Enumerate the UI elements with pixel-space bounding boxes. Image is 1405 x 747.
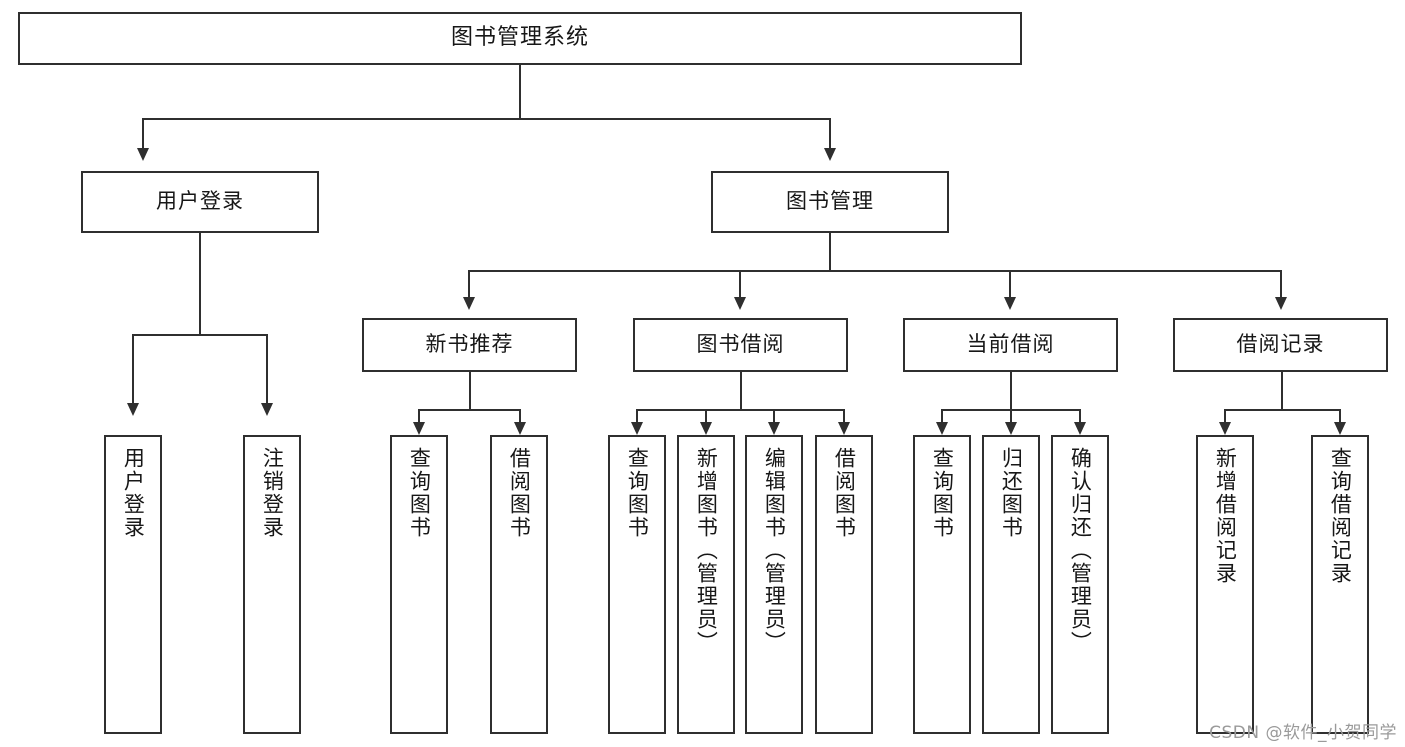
node-book-borrow[interactable]: 图书借阅 <box>633 318 848 372</box>
node-label: 归还图书 <box>999 447 1024 539</box>
node-label: 查询图书 <box>407 447 432 539</box>
connector-current-borrow-stem <box>1010 372 1012 410</box>
node-label: 用户登录 <box>121 447 146 539</box>
arrowhead-user-login <box>137 148 149 161</box>
connector-book-borrow-c1 <box>636 409 638 423</box>
arrowhead-current-borrow <box>1004 297 1016 310</box>
node-label: 新增借阅记录 <box>1213 447 1238 585</box>
node-label: 图书管理系统 <box>450 25 589 51</box>
node-leaf-user-login[interactable]: 用户登录 <box>104 435 162 734</box>
node-leaf-add-book-admin[interactable]: 新增图书（管理员） <box>677 435 735 734</box>
connector-new-book-c1 <box>418 409 420 423</box>
node-user-login[interactable]: 用户登录 <box>81 171 319 233</box>
arrowhead-leaf-query-book-3 <box>936 422 948 435</box>
node-label: 查询借阅记录 <box>1328 447 1353 585</box>
node-label: 借阅图书 <box>507 447 532 539</box>
arrowhead-leaf-query-book-1 <box>413 422 425 435</box>
node-label: 注销登录 <box>260 447 285 539</box>
connector-current-borrow-c2 <box>1010 409 1012 423</box>
connector-to-current-borrow <box>1009 270 1011 298</box>
connector-user-login-left <box>132 334 134 404</box>
node-label: 图书借阅 <box>696 332 785 357</box>
node-book-management[interactable]: 图书管理 <box>711 171 949 233</box>
node-label: 当前借阅 <box>966 332 1055 357</box>
connector-current-borrow-c1 <box>941 409 943 423</box>
connector-book-borrow-c4 <box>843 409 845 423</box>
node-label: 新增图书（管理员） <box>694 447 719 654</box>
node-label: 确认归还（管理员） <box>1068 447 1093 654</box>
node-current-borrow[interactable]: 当前借阅 <box>903 318 1118 372</box>
connector-new-book-bar <box>418 409 521 411</box>
arrowhead-leaf-edit-book-admin <box>768 422 780 435</box>
node-leaf-query-book-3[interactable]: 查询图书 <box>913 435 971 734</box>
node-label: 图书管理 <box>786 189 874 214</box>
node-leaf-return-book[interactable]: 归还图书 <box>982 435 1040 734</box>
connector-root-stem <box>519 65 521 119</box>
node-leaf-query-book-1[interactable]: 查询图书 <box>390 435 448 734</box>
connector-book-management-stem <box>829 233 831 271</box>
arrowhead-book-borrow <box>734 297 746 310</box>
node-borrow-record[interactable]: 借阅记录 <box>1173 318 1388 372</box>
node-label: 借阅记录 <box>1236 332 1325 357</box>
connector-current-borrow-c3 <box>1079 409 1081 423</box>
connector-level2-bar <box>142 118 831 120</box>
connector-borrow-record-bar <box>1224 409 1341 411</box>
node-leaf-query-book-2[interactable]: 查询图书 <box>608 435 666 734</box>
connector-borrow-record-c1 <box>1224 409 1226 423</box>
connector-to-new-book-recommend <box>468 270 470 298</box>
node-label: 编辑图书（管理员） <box>762 447 787 654</box>
connector-level3-bar <box>468 270 1282 272</box>
arrowhead-book-management <box>824 148 836 161</box>
node-leaf-confirm-return-admin[interactable]: 确认归还（管理员） <box>1051 435 1109 734</box>
arrowhead-leaf-query-borrow-record <box>1334 422 1346 435</box>
connector-user-login-bar <box>132 334 268 336</box>
node-leaf-borrow-book-2[interactable]: 借阅图书 <box>815 435 873 734</box>
connector-to-user-login <box>142 118 144 149</box>
arrowhead-leaf-user-login <box>127 403 139 416</box>
arrowhead-leaf-borrow-book-2 <box>838 422 850 435</box>
node-label: 借阅图书 <box>832 447 857 539</box>
arrowhead-leaf-query-book-2 <box>631 422 643 435</box>
connector-borrow-record-c2 <box>1339 409 1341 423</box>
connector-user-login-right <box>266 334 268 404</box>
arrowhead-leaf-add-borrow-record <box>1219 422 1231 435</box>
connector-borrow-record-stem <box>1281 372 1283 410</box>
node-leaf-edit-book-admin[interactable]: 编辑图书（管理员） <box>745 435 803 734</box>
connector-new-book-c2 <box>519 409 521 423</box>
arrowhead-leaf-confirm-return-admin <box>1074 422 1086 435</box>
arrowhead-leaf-return-book <box>1005 422 1017 435</box>
node-label: 用户登录 <box>156 189 244 214</box>
arrowhead-leaf-add-book-admin <box>700 422 712 435</box>
connector-book-borrow-c2 <box>705 409 707 423</box>
connector-book-borrow-bar <box>636 409 845 411</box>
connector-to-book-borrow <box>739 270 741 298</box>
connector-to-book-management <box>829 118 831 149</box>
node-leaf-user-logout[interactable]: 注销登录 <box>243 435 301 734</box>
connector-book-borrow-stem <box>740 372 742 410</box>
arrowhead-borrow-record <box>1275 297 1287 310</box>
connector-user-login-stem <box>199 233 201 335</box>
node-leaf-query-borrow-record[interactable]: 查询借阅记录 <box>1311 435 1369 734</box>
arrowhead-leaf-user-logout <box>261 403 273 416</box>
node-leaf-borrow-book-1[interactable]: 借阅图书 <box>490 435 548 734</box>
node-root-system[interactable]: 图书管理系统 <box>18 12 1022 65</box>
connector-new-book-stem <box>469 372 471 410</box>
connector-to-borrow-record <box>1280 270 1282 298</box>
arrowhead-new-book-recommend <box>463 297 475 310</box>
arrowhead-leaf-borrow-book-1 <box>514 422 526 435</box>
node-label: 新书推荐 <box>425 332 514 357</box>
connector-book-borrow-c3 <box>773 409 775 423</box>
node-label: 查询图书 <box>625 447 650 539</box>
node-new-book-recommend[interactable]: 新书推荐 <box>362 318 577 372</box>
node-label: 查询图书 <box>930 447 955 539</box>
node-leaf-add-borrow-record[interactable]: 新增借阅记录 <box>1196 435 1254 734</box>
